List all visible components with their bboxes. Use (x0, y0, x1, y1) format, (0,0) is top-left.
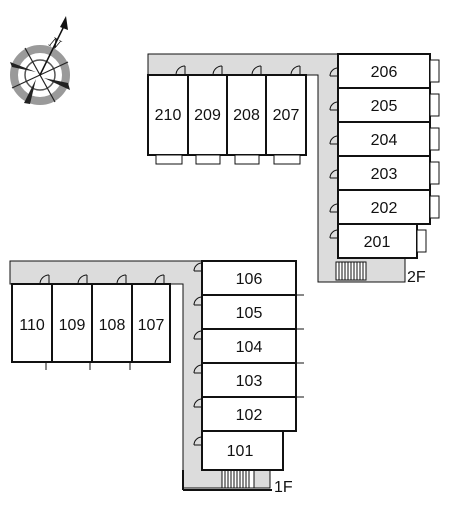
room-label-204: 204 (371, 132, 398, 149)
floor-1f: 110 109 108 107 106 (9, 260, 304, 496)
room-104: 104 (193, 328, 304, 364)
floor-label-2f: 2F (407, 269, 426, 286)
stair-2f-icon (335, 261, 367, 281)
room-107: 107 (131, 274, 171, 363)
room-label-103: 103 (236, 373, 263, 390)
room-label-209: 209 (194, 107, 221, 124)
room-105: 105 (193, 294, 304, 330)
room-201: 201 (329, 223, 427, 259)
room-110: 110 (11, 274, 53, 370)
room-207: 207 (265, 65, 307, 165)
room-103: 103 (193, 362, 304, 398)
room-209: 209 (187, 65, 228, 165)
room-label-101: 101 (227, 443, 254, 460)
room-label-105: 105 (236, 305, 263, 322)
room-label-104: 104 (236, 339, 263, 356)
room-109: 109 (51, 274, 93, 370)
room-206: 206 (329, 53, 440, 89)
room-203: 203 (329, 155, 440, 191)
room-label-106: 106 (236, 271, 263, 288)
room-208: 208 (226, 65, 267, 165)
room-label-110: 110 (19, 317, 45, 334)
room-210: 210 (147, 65, 189, 165)
room-106: 106 (193, 260, 297, 296)
room-label-201: 201 (364, 234, 391, 251)
room-202: 202 (329, 189, 440, 225)
room-204: 204 (329, 121, 440, 157)
room-label-202: 202 (371, 200, 398, 217)
room-label-203: 203 (371, 166, 398, 183)
room-label-210: 210 (155, 107, 182, 124)
room-label-108: 108 (99, 317, 126, 334)
compass-rose-icon: N (10, 16, 70, 105)
room-label-109: 109 (59, 317, 86, 334)
room-label-205: 205 (371, 98, 398, 115)
room-102: 102 (193, 396, 304, 432)
room-101: 101 (193, 430, 284, 471)
room-label-102: 102 (236, 407, 263, 424)
room-205: 205 (329, 87, 440, 123)
room-label-107: 107 (138, 317, 165, 334)
room-108: 108 (91, 274, 133, 370)
room-label-206: 206 (371, 64, 398, 81)
room-label-208: 208 (233, 107, 260, 124)
floor-label-1f: 1F (274, 479, 293, 496)
floor-2f: 210 209 208 207 20 (147, 53, 440, 286)
stair-1f-icon (221, 469, 255, 489)
room-label-207: 207 (273, 107, 300, 124)
